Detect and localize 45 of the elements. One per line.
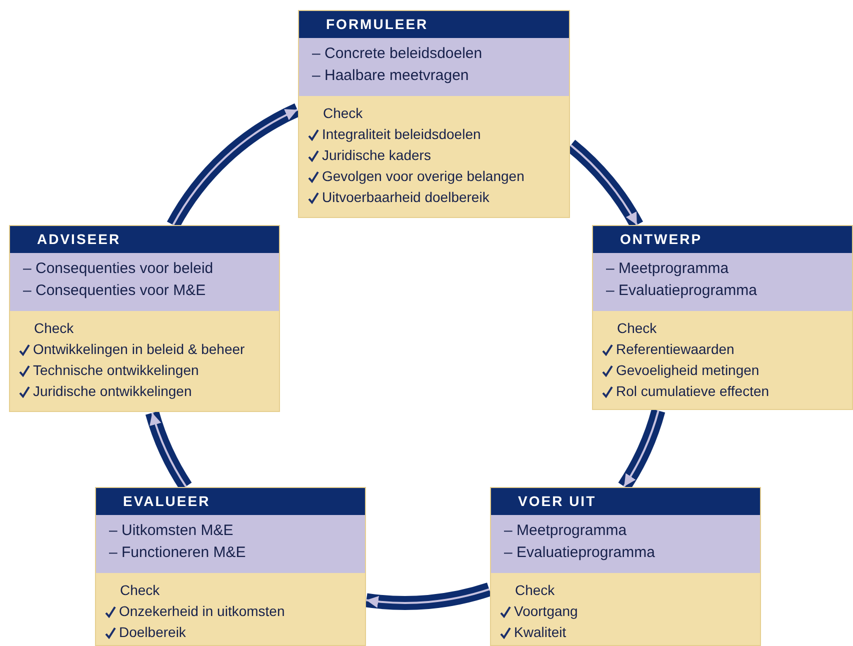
task-panel [10, 253, 279, 311]
task-item: – Haalbare meetvragen [312, 66, 470, 86]
task-panel [593, 253, 852, 311]
card-heading: ONTWERP [620, 230, 702, 249]
check-item: Kwaliteit [514, 623, 566, 642]
check-item: Ontwikkelingen in beleid & beheer [33, 340, 245, 359]
check-heading: Check [33, 319, 75, 338]
check-item: Doelbereik [119, 623, 186, 642]
step-card [592, 225, 853, 410]
task-panel [96, 515, 365, 573]
check-item: Voortgang [514, 602, 578, 621]
step-card [298, 10, 570, 218]
check-item: Technische ontwikkelingen [33, 361, 199, 380]
check-item: Uitvoerbaarheid doelbereik [322, 188, 490, 207]
check-item: Integraliteit beleidsdoelen [322, 125, 481, 144]
card-heading: FORMULEER [326, 15, 428, 34]
card-heading: VOER UIT [518, 492, 596, 511]
task-panel [299, 38, 569, 96]
check-heading: Check [514, 581, 556, 600]
task-item: – Evaluatieprogramma [504, 543, 656, 563]
task-item: – Consequenties voor M&E [23, 281, 207, 301]
card-heading: EVALUEER [123, 492, 210, 511]
check-item: Gevoeligheid metingen [616, 361, 760, 380]
task-item: – Meetprogramma [504, 521, 628, 541]
card-heading: ADVISEER [37, 230, 121, 249]
step-card [9, 225, 280, 412]
check-item: Juridische ontwikkelingen [33, 382, 192, 401]
step-card [95, 487, 366, 646]
cycle-arrow [365, 582, 492, 610]
task-panel [491, 515, 760, 573]
step-card [490, 487, 761, 646]
check-heading: Check [322, 104, 364, 123]
task-item: – Consequenties voor beleid [23, 259, 214, 279]
check-heading: Check [616, 319, 658, 338]
task-item: – Meetprogramma [606, 259, 730, 279]
check-item: Gevolgen voor overige belangen [322, 167, 524, 186]
check-item: Onzekerheid in uitkomsten [119, 602, 285, 621]
check-heading: Check [119, 581, 161, 600]
task-item: – Concrete beleidsdoelen [312, 44, 484, 64]
check-item: Rol cumulatieve effecten [616, 382, 770, 401]
check-item: Referentiewaarden [616, 340, 734, 359]
check-item: Juridische kaders [322, 146, 431, 165]
task-item: – Evaluatieprogramma [606, 281, 758, 301]
task-item: – Functioneren M&E [109, 543, 247, 563]
task-item: – Uitkomsten M&E [109, 521, 234, 541]
